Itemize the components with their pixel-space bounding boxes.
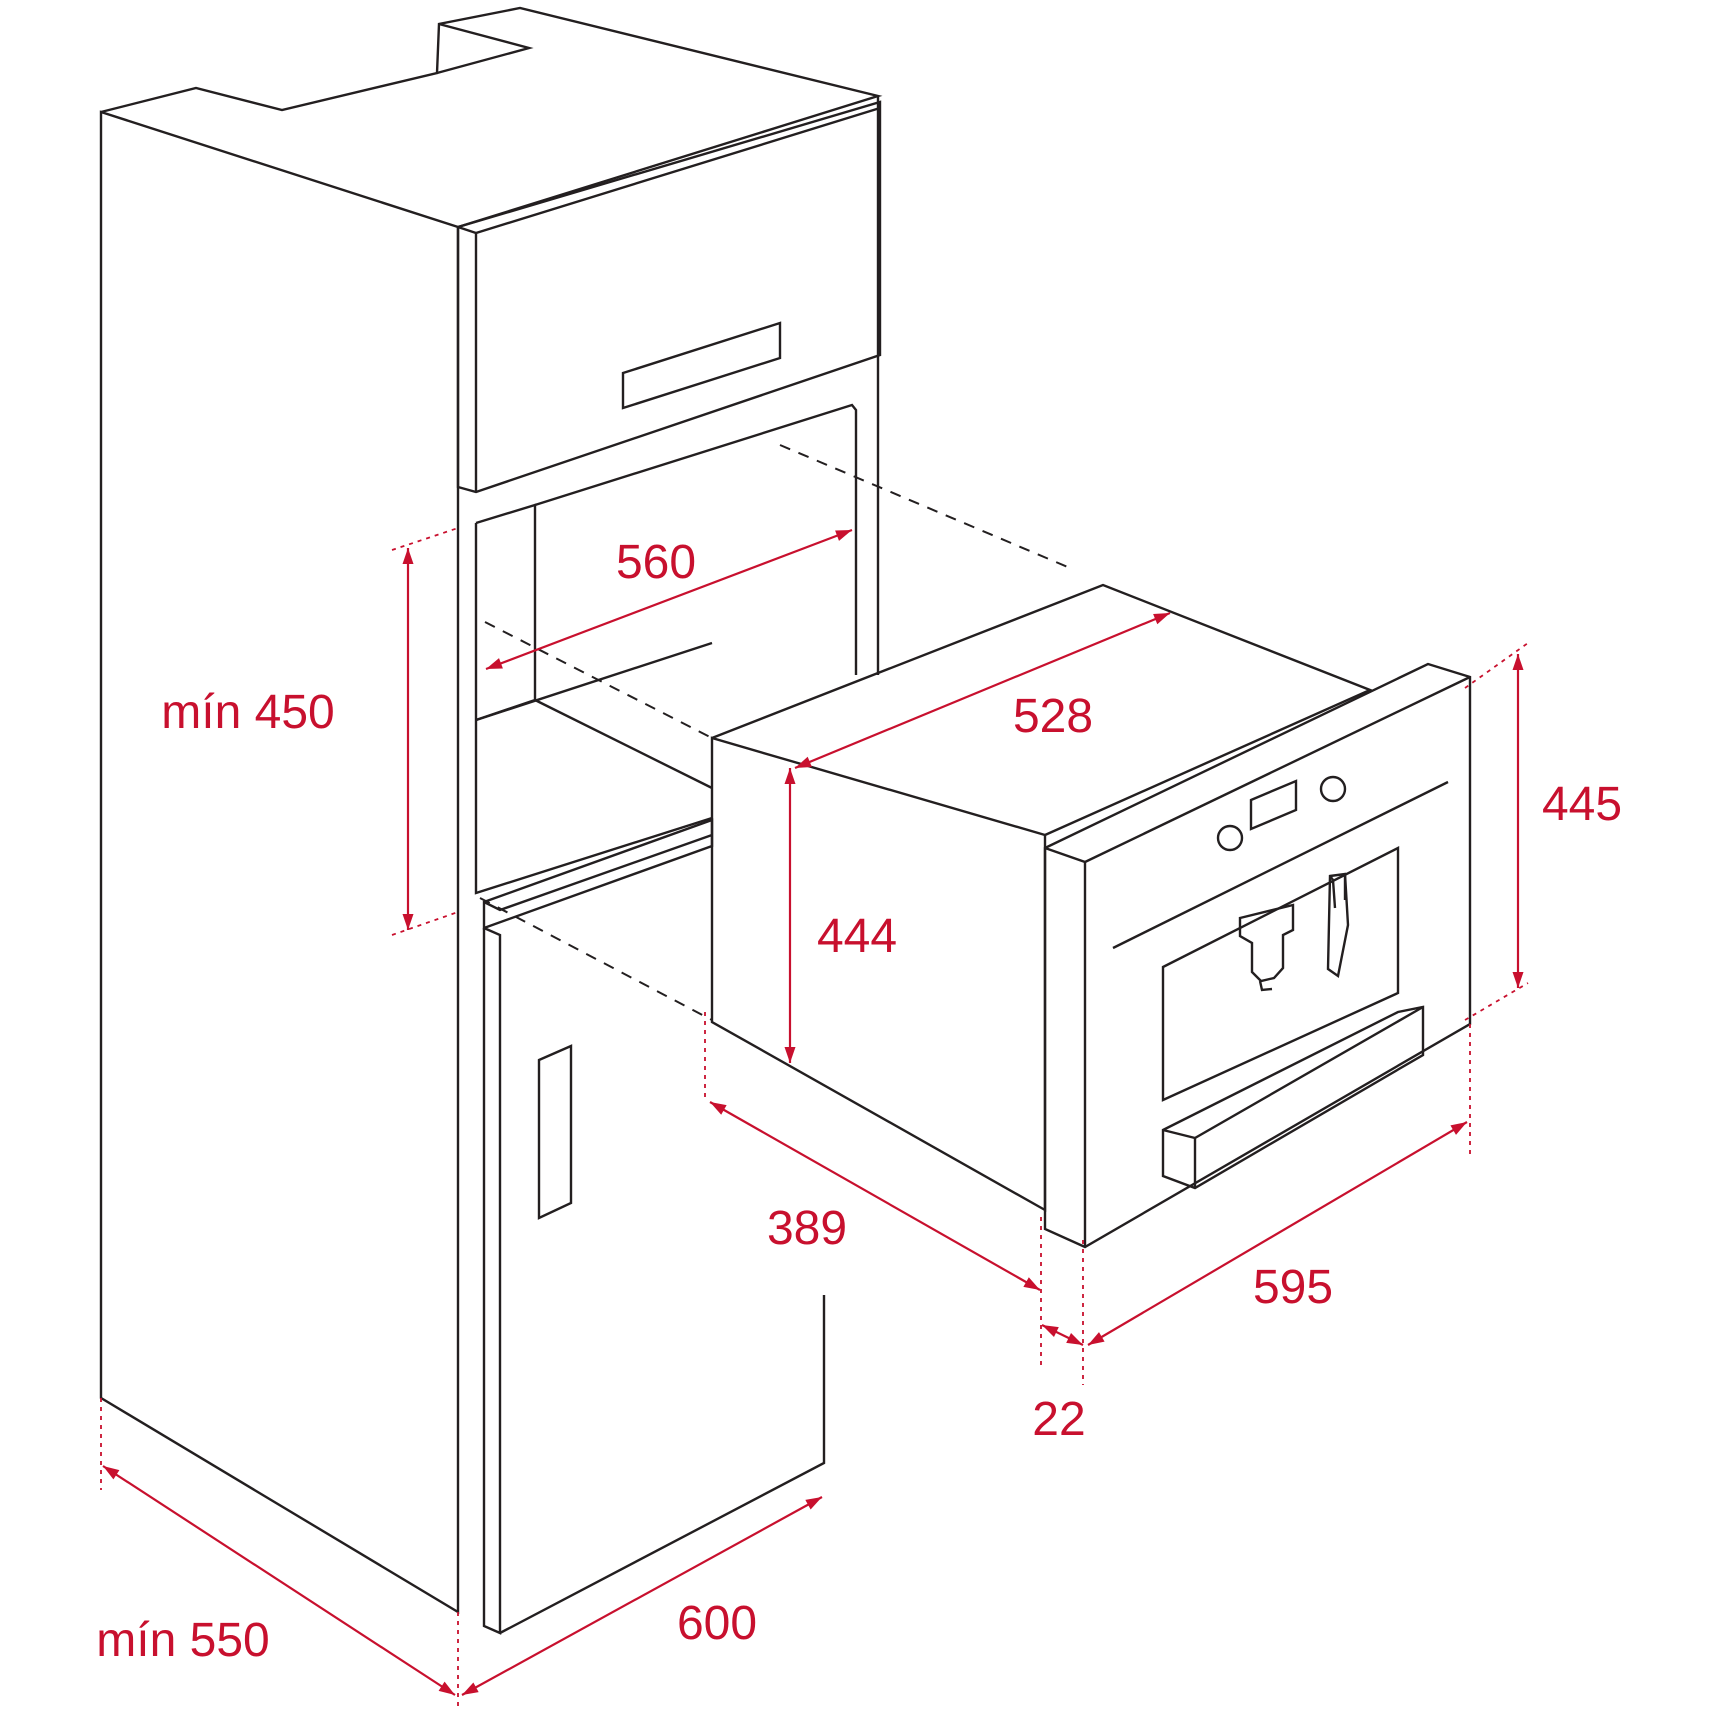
control-knob-right bbox=[1319, 775, 1347, 803]
machine-front-face bbox=[1084, 675, 1471, 864]
control-knob-left bbox=[1216, 824, 1244, 852]
upper-drawer-top-edge bbox=[457, 106, 881, 235]
dim-label-front-thickness: 22 bbox=[1032, 1393, 1086, 1446]
dim-front-width-line bbox=[1087, 1121, 1468, 1346]
lower-door-face bbox=[482, 926, 502, 1635]
dim-appliance-depth-arrow-start bbox=[795, 756, 812, 768]
niche-floor bbox=[534, 698, 713, 790]
dim-body-depth-line bbox=[709, 1101, 1041, 1291]
dim-cabinet-depth-arrow-start bbox=[103, 1466, 120, 1480]
dim-label-front-width: 595 bbox=[1252, 1261, 1334, 1314]
dim-cavity-height-arrow-start bbox=[402, 548, 414, 564]
coffee-spout bbox=[1238, 903, 1295, 983]
display-window bbox=[1249, 779, 1298, 831]
ext-cavity-top bbox=[391, 527, 459, 551]
cabinet-top-notch bbox=[436, 22, 534, 75]
niche-back bbox=[534, 403, 858, 675]
dim-cabinet-depth-arrow-end bbox=[438, 1681, 455, 1695]
dim-body-height-arrow-start bbox=[784, 768, 796, 784]
ext-cavity-bottom bbox=[391, 911, 459, 936]
dim-front-width-arrow-start bbox=[1088, 1332, 1105, 1345]
lower-door-right bbox=[499, 1295, 826, 1635]
dim-cavity-width-line bbox=[485, 528, 853, 671]
alignment-dashes bbox=[479, 444, 1071, 1021]
dim-front-thickness-arrow-start bbox=[1042, 1325, 1059, 1337]
dim-appliance-depth-line bbox=[794, 611, 1171, 770]
dim-label-body-height: 444 bbox=[816, 910, 898, 963]
lower-door-top bbox=[483, 833, 713, 912]
dim-label-body-depth: 389 bbox=[766, 1202, 848, 1255]
cabinet-top bbox=[100, 6, 883, 229]
dim-label-cavity-min-height: mín 450 bbox=[161, 686, 335, 739]
machine-front-left bbox=[1044, 846, 1087, 1247]
dim-front-width-arrow-end bbox=[1450, 1122, 1467, 1135]
steam-pipe bbox=[1329, 874, 1347, 909]
drip-tray bbox=[1161, 1005, 1425, 1190]
dim-cavity-width-arrow-start bbox=[486, 658, 503, 669]
dim-label-cavity-width: 560 bbox=[615, 536, 697, 589]
niche-inner bbox=[474, 523, 713, 895]
dim-cabinet-depth-line bbox=[102, 1465, 456, 1696]
spout-tip bbox=[1258, 980, 1273, 992]
dimension-lines bbox=[100, 527, 1529, 1710]
dim-cavity-width-arrow-end bbox=[835, 530, 852, 541]
dim-label-front-height: 445 bbox=[1541, 778, 1623, 831]
ext-front-bottom bbox=[1464, 982, 1529, 1021]
niche-opening bbox=[475, 503, 537, 722]
dim-cabinet-width-arrow-end bbox=[805, 1497, 822, 1510]
dim-label-cabinet-min-depth: mín 550 bbox=[96, 1614, 270, 1667]
steam-nozzle bbox=[1326, 872, 1350, 979]
dim-cavity-height-arrow-end bbox=[402, 914, 414, 930]
dim-label-appliance-depth: 528 bbox=[1012, 690, 1094, 743]
dim-cabinet-width-arrow-start bbox=[462, 1682, 479, 1695]
dim-body-depth-arrow-end bbox=[1023, 1277, 1040, 1290]
dim-label-cabinet-width: 600 bbox=[676, 1597, 758, 1650]
dim-body-depth-arrow-start bbox=[710, 1102, 727, 1115]
dim-front-height-arrow-end bbox=[1512, 972, 1524, 988]
dim-front-height-arrow-start bbox=[1512, 654, 1524, 670]
machine-front-frame bbox=[1043, 662, 1472, 1249]
machine-side bbox=[710, 736, 1047, 1213]
niche-bottom bbox=[475, 641, 713, 722]
machine-front-inner bbox=[1112, 780, 1449, 950]
ext-front-top bbox=[1464, 642, 1529, 689]
coffee-niche bbox=[1161, 846, 1400, 1102]
cabinet-side-panel bbox=[99, 110, 460, 1615]
upper-drawer-handle bbox=[621, 321, 782, 410]
upper-drawer-front bbox=[456, 100, 882, 494]
dim-front-thickness-arrow-end bbox=[1066, 1333, 1083, 1345]
dim-appliance-depth-arrow-end bbox=[1153, 613, 1170, 625]
machine-top bbox=[711, 583, 1374, 837]
lower-door bbox=[482, 818, 714, 930]
lower-door-handle bbox=[537, 1044, 573, 1220]
dim-cabinet-width-line bbox=[461, 1496, 823, 1696]
outline-drawing bbox=[99, 6, 1472, 1635]
dim-body-height-arrow-end bbox=[784, 1047, 796, 1063]
